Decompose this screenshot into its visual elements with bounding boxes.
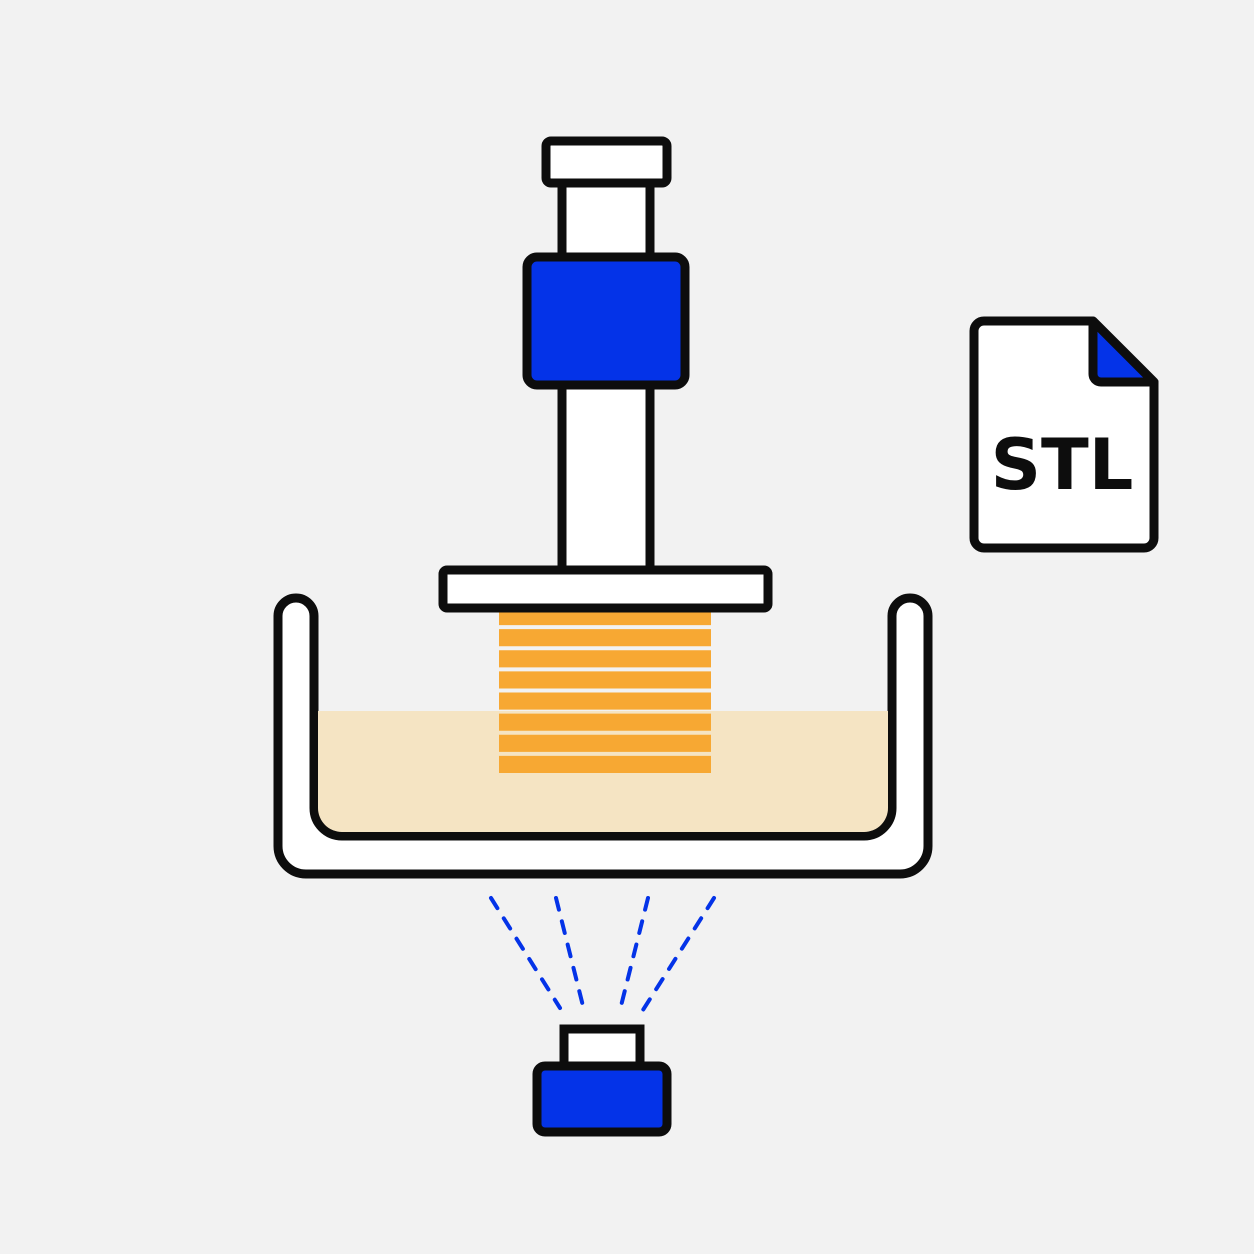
print-layer [499,734,711,752]
print-layer [499,692,711,710]
build-platform [438,565,773,613]
z-axis-column [522,136,690,575]
print-layer [499,650,711,668]
print-layer [499,671,711,689]
light-beam [618,896,650,1012]
column-rail-upper [557,178,655,262]
projector-lens [559,1024,645,1071]
stl-file-icon: STL [969,316,1159,553]
motor-block-icon [522,252,690,390]
file-corner-fold [1088,316,1159,387]
print-layer [499,713,711,731]
column-rail-lower [557,380,655,575]
projector-body [532,1061,672,1137]
uv-projector-icon [532,1024,672,1137]
file-type-label: STL [991,424,1134,506]
print-layer [499,755,711,773]
print-layer [499,629,711,647]
vat-body [273,593,933,879]
light-beams [489,896,716,1012]
light-beam [554,896,586,1012]
light-beam [489,896,562,1010]
column-top-cap [541,136,672,188]
light-beam [641,896,716,1012]
